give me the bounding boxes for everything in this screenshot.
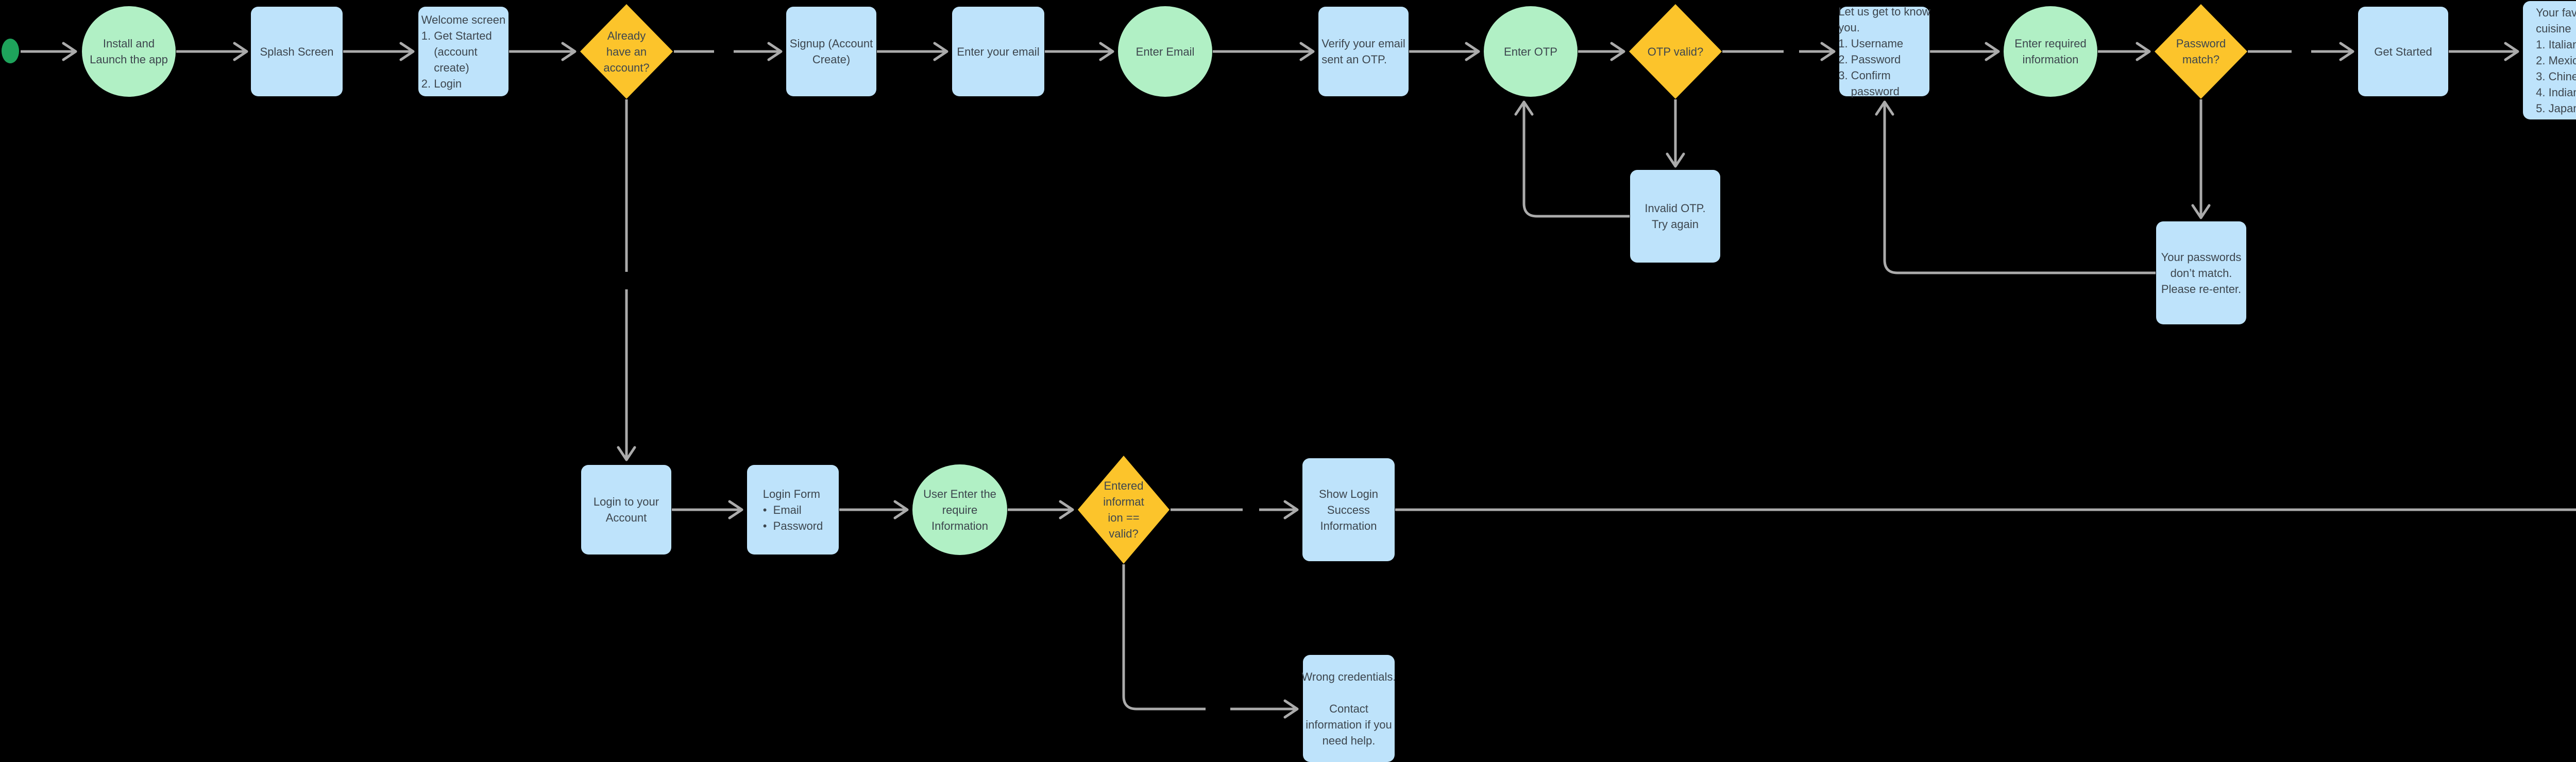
enter-otp-label: Enter OTP bbox=[1504, 45, 1557, 58]
already-have-account-label: Already have an account? bbox=[603, 29, 650, 74]
enter-your-email[interactable]: Enter your email bbox=[952, 7, 1044, 96]
login-to-your-account-label: Login to your Account bbox=[593, 495, 659, 524]
wrong-credentials-label: Wrong credentials. Contact information i… bbox=[1301, 670, 1396, 747]
edge-invalid-otp-loop-to-enter-otp bbox=[1514, 100, 1630, 218]
welcome-screen[interactable]: Welcome screen 1. Get Started (account c… bbox=[418, 7, 509, 96]
welcome-screen-label: Welcome screen 1. Get Started (account c… bbox=[421, 13, 506, 90]
login-form[interactable]: Login Form • Email • Password bbox=[747, 465, 839, 555]
show-login-success[interactable]: Show Login Success Information bbox=[1302, 458, 1395, 561]
login-to-your-account[interactable]: Login to your Account bbox=[581, 465, 671, 555]
favorite-cuisine-label: Your favorite cuisine 1. Italian 2. Mexi… bbox=[2536, 6, 2576, 115]
signup-account-create-label: Signup (Account Create) bbox=[789, 37, 873, 66]
let-us-get-to-know-you[interactable]: Let us get to know you. 1. Username 2. P… bbox=[1838, 5, 1930, 98]
enter-required-information[interactable]: Enter required information bbox=[2004, 6, 2097, 97]
passwords-dont-match[interactable]: Your passwords don’t match. Please re-en… bbox=[2156, 221, 2246, 324]
signup-account-create[interactable]: Signup (Account Create) bbox=[786, 7, 876, 96]
otp-valid-label: OTP valid? bbox=[1647, 45, 1704, 58]
let-us-get-to-know-you-label: Let us get to know you. 1. Username 2. P… bbox=[1838, 5, 1930, 98]
entered-information-valid-label: Entered informat ion == valid? bbox=[1103, 479, 1144, 540]
wrong-credentials[interactable]: Wrong credentials. Contact information i… bbox=[1301, 655, 1396, 762]
enter-otp[interactable]: Enter OTP bbox=[1484, 6, 1578, 97]
invalid-otp[interactable]: Invalid OTP. Try again bbox=[1630, 170, 1720, 263]
verify-email-otp-label: Verify your email sent an OTP. bbox=[1321, 37, 1405, 66]
passwords-dont-match-label: Your passwords don’t match. Please re-en… bbox=[2161, 250, 2242, 296]
otp-valid[interactable]: OTP valid? bbox=[1629, 4, 1722, 99]
enter-required-information-label: Enter required information bbox=[2014, 37, 2087, 66]
already-have-account[interactable]: Already have an account? bbox=[580, 4, 673, 99]
show-login-success-label: Show Login Success Information bbox=[1319, 487, 1378, 532]
entered-information-valid[interactable]: Entered informat ion == valid? bbox=[1078, 456, 1170, 564]
edge-dont-match-loop-to-know-you bbox=[1875, 100, 2156, 274]
password-match[interactable]: Password match? bbox=[2155, 4, 2247, 99]
password-match-label: Password match? bbox=[2176, 37, 2226, 66]
start-node[interactable] bbox=[2, 39, 19, 63]
enter-email[interactable]: Enter Email bbox=[1118, 6, 1212, 97]
splash-screen[interactable]: Splash Screen bbox=[251, 7, 343, 96]
install-launch-app[interactable]: Install and Launch the app bbox=[82, 6, 176, 97]
get-started[interactable]: Get Started bbox=[2358, 7, 2448, 96]
enter-email-label: Enter Email bbox=[1136, 45, 1195, 58]
edge-entered-valid-down-seg1 bbox=[1122, 564, 1206, 711]
invalid-otp-label: Invalid OTP. Try again bbox=[1645, 202, 1706, 231]
login-form-label: Login Form • Email • Password bbox=[762, 487, 823, 532]
favorite-cuisine[interactable]: Your favorite cuisine 1. Italian 2. Mexi… bbox=[2523, 1, 2576, 119]
get-started-label: Get Started bbox=[2374, 45, 2432, 58]
install-launch-app-label: Install and Launch the app bbox=[90, 37, 168, 66]
verify-email-otp[interactable]: Verify your email sent an OTP. bbox=[1318, 7, 1409, 96]
user-enter-required-information-label: User Enter the require Information bbox=[923, 487, 996, 532]
user-enter-required-information[interactable]: User Enter the require Information bbox=[912, 464, 1007, 555]
enter-your-email-label: Enter your email bbox=[957, 45, 1040, 58]
splash-screen-label: Splash Screen bbox=[260, 45, 334, 58]
